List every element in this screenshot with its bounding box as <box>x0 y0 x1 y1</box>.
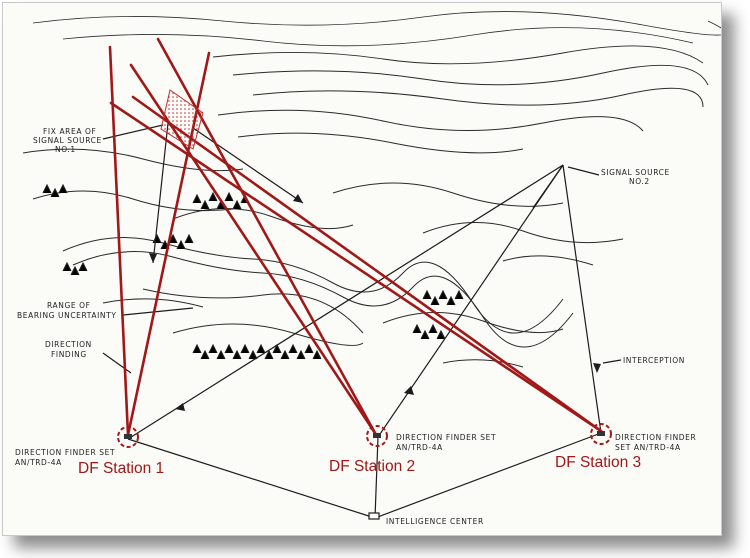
label-intelligence-center: INTELLIGENCE CENTER <box>386 517 484 526</box>
station-2-label: DF Station 2 <box>329 458 415 475</box>
terrain-sketch <box>22 11 721 368</box>
svg-text:SIGNAL SOURCE: SIGNAL SOURCE <box>33 136 102 145</box>
svg-text:FINDING: FINDING <box>51 350 87 359</box>
arrowheads <box>149 194 601 411</box>
svg-text:RANGE OF: RANGE OF <box>47 301 91 310</box>
svg-text:NO.2: NO.2 <box>629 177 650 186</box>
label-df-set-right: DIRECTION FINDER SET AN/TRD-4A <box>615 433 696 452</box>
station-2-device-icon <box>373 433 381 438</box>
svg-text:FIX AREA OF: FIX AREA OF <box>43 127 96 136</box>
label-signal-source-2: SIGNAL SOURCE NO.2 <box>601 168 670 186</box>
station-1-device-icon <box>124 434 132 439</box>
svg-text:AN/TRD-4A: AN/TRD-4A <box>15 458 62 467</box>
svg-text:NO.1: NO.1 <box>55 145 76 154</box>
label-fix-area: FIX AREA OF SIGNAL SOURCE NO.1 <box>33 127 102 154</box>
df-diagram: FIX AREA OF SIGNAL SOURCE NO.1 SIGNAL SO… <box>15 11 721 526</box>
label-df-set-mid: DIRECTION FINDER SET AN/TRD-4A <box>396 433 496 452</box>
diagram-frame: FIX AREA OF SIGNAL SOURCE NO.1 SIGNAL SO… <box>2 2 722 536</box>
label-range-bearing: RANGE OF BEARING UNCERTAINTY <box>17 301 117 320</box>
label-interception: INTERCEPTION <box>623 356 685 365</box>
svg-text:SET AN/TRD-4A: SET AN/TRD-4A <box>615 443 681 452</box>
station-3-label: DF Station 3 <box>555 454 641 471</box>
station-2-marker <box>366 425 388 447</box>
station-3-device-icon <box>597 431 605 436</box>
label-df-set-left: DIRECTION FINDER SET AN/TRD-4A <box>15 448 115 467</box>
station-3-marker <box>590 423 612 445</box>
svg-text:BEARING UNCERTAINTY: BEARING UNCERTAINTY <box>17 311 117 320</box>
bearing-lines <box>108 37 603 437</box>
svg-text:SIGNAL SOURCE: SIGNAL SOURCE <box>601 168 670 177</box>
intelligence-center-icon <box>368 512 380 520</box>
station-1-label: DF Station 1 <box>78 460 164 477</box>
label-direction-finding: DIRECTION FINDING <box>45 340 92 359</box>
station-markers <box>117 423 612 448</box>
svg-text:AN/TRD-4A: AN/TRD-4A <box>396 443 443 452</box>
station-1-marker <box>117 426 139 448</box>
svg-text:DIRECTION FINDER SET: DIRECTION FINDER SET <box>15 448 115 457</box>
svg-text:DIRECTION FINDER: DIRECTION FINDER <box>615 433 696 442</box>
svg-text:DIRECTION: DIRECTION <box>45 340 92 349</box>
forest-hatching <box>42 183 464 360</box>
fix-area <box>160 89 204 150</box>
svg-text:DIRECTION FINDER SET: DIRECTION FINDER SET <box>396 433 496 442</box>
